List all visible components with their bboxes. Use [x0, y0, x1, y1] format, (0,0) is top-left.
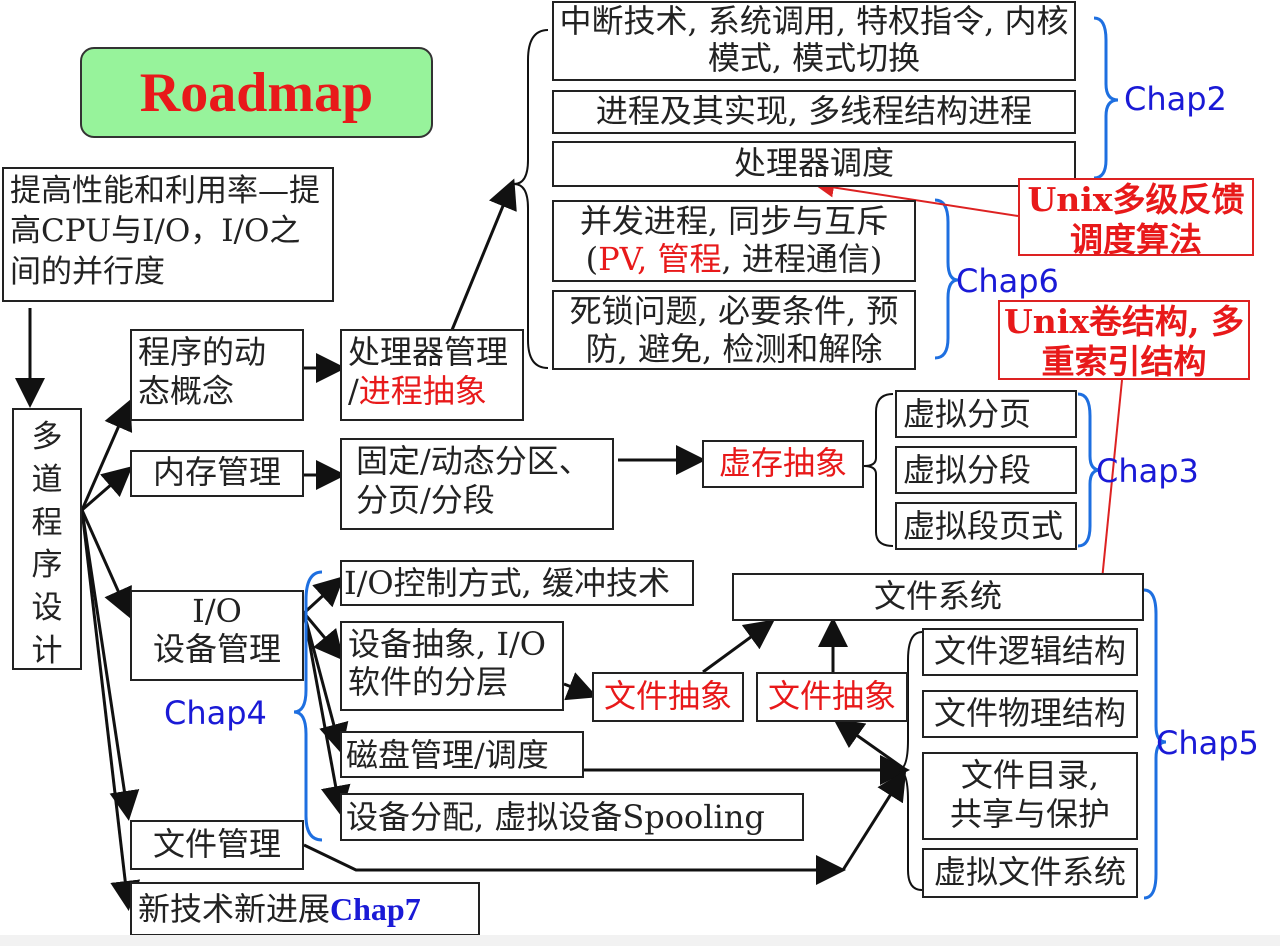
memory-detail-box: 固定/动态分区、分页/分段: [340, 438, 614, 530]
processor-box: 处理器管理/进程抽象: [340, 329, 524, 421]
io-item-3: 磁盘管理/调度: [340, 731, 584, 778]
chap3-item-2: 虚拟分段: [895, 446, 1077, 494]
chap5-item-1: 文件逻辑结构: [922, 628, 1138, 676]
root-box: 多道程序设计: [12, 408, 82, 670]
chap2-item-1: 中断技术, 系统调用, 特权指令, 内核模式, 模式切换: [552, 1, 1076, 81]
chap3-item-3: 虚拟段页式: [895, 502, 1077, 550]
chap5-item-4: 虚拟文件系统: [922, 848, 1138, 898]
file-system-box: 文件系统: [732, 573, 1144, 621]
chap2-label: Chap2: [1124, 80, 1227, 118]
unix-fs-note: Unix卷结构, 多重索引结构: [998, 300, 1250, 381]
io-item-1: I/O控制方式, 缓冲技术: [340, 560, 694, 606]
chap6-item-2: 死锁问题, 必要条件, 预防, 避免, 检测和解除: [552, 290, 916, 370]
process-concept-box: 程序的动态概念: [130, 329, 304, 421]
memory-box: 内存管理: [130, 450, 304, 497]
roadmap-title: Roadmap: [80, 47, 433, 138]
chap2-item-2: 进程及其实现, 多线程结构进程: [552, 90, 1076, 134]
chap6-label: Chap6: [956, 262, 1059, 300]
chap5-label: Chap5: [1156, 724, 1259, 762]
chap3-label: Chap3: [1096, 452, 1199, 490]
file-abstraction-2: 文件抽象: [756, 672, 908, 722]
chap5-item-2: 文件物理结构: [922, 690, 1138, 738]
io-box: I/O 设备管理: [130, 590, 304, 681]
chap2-item-3: 处理器调度: [552, 141, 1076, 187]
bottom-bar: [0, 935, 1280, 946]
chap5-item-3: 文件目录, 共享与保护: [922, 752, 1138, 840]
unix-sched-note: Unix多级反馈调度算法: [1018, 178, 1254, 259]
file-mgmt-box: 文件管理: [130, 820, 304, 870]
chap7-label: Chap7: [330, 891, 421, 927]
chap3-item-1: 虚拟分页: [895, 390, 1077, 438]
new-tech-box: 新技术新进展Chap7: [130, 882, 480, 936]
virtual-memory-box: 虚存抽象: [702, 440, 864, 488]
file-abstraction-1: 文件抽象: [592, 672, 744, 722]
io-item-2: 设备抽象, I/O软件的分层: [340, 621, 564, 711]
goal-box: 提高性能和利用率—提高CPU与I/O，I/O之间的并行度: [2, 167, 334, 302]
io-item-4: 设备分配, 虚拟设备Spooling: [340, 793, 804, 841]
chap4-label: Chap4: [164, 694, 267, 732]
chap6-item-1: 并发进程, 同步与互斥(PV, 管程, 进程通信): [552, 200, 916, 282]
